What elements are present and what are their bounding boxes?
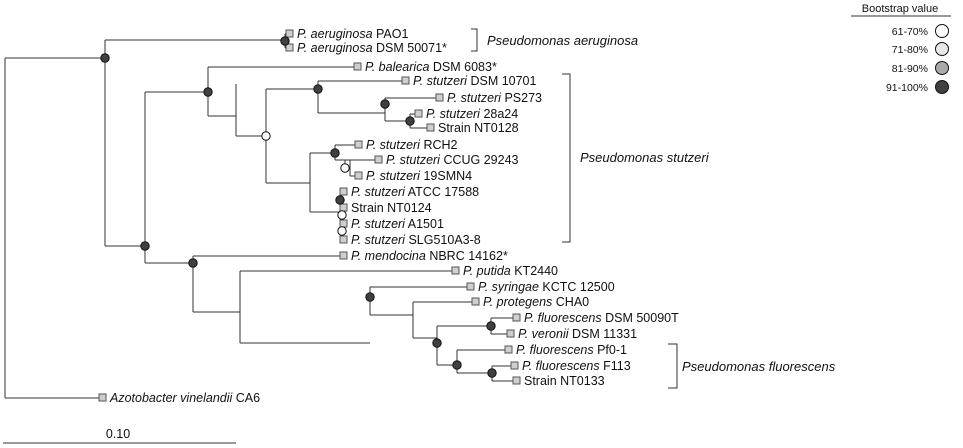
legend-title: Bootstrap value xyxy=(862,3,938,15)
tip-label: P. stutzeri ATCC 17588 xyxy=(351,185,479,199)
tip-label: Azotobacter vinelandii CA6 xyxy=(109,391,260,405)
tip-label: P. stutzeri PS273 xyxy=(447,91,542,105)
bootstrap-node xyxy=(405,116,415,126)
tip-label: Strain NT0128 xyxy=(438,121,519,135)
bootstrap-nodes xyxy=(100,36,497,378)
tip-label: Strain NT0124 xyxy=(351,201,432,215)
bootstrap-node xyxy=(486,321,496,331)
bootstrap-node xyxy=(330,148,340,158)
tip-label: P. stutzeri CCUG 29243 xyxy=(386,153,519,167)
scale-bar-label: 0.10 xyxy=(106,427,130,441)
tip-label: P. stutzeri SLG510A3-8 xyxy=(351,233,481,247)
tip-markers xyxy=(98,29,521,402)
bootstrap-node xyxy=(337,210,347,220)
clade-bracket-fluorescens xyxy=(668,343,678,389)
legend-item: 71-80% xyxy=(892,42,949,56)
tip-label: P. aeruginosa PAO1 xyxy=(297,27,408,41)
clade-label-stutzeri: Pseudomonas stutzeri xyxy=(580,150,710,165)
bootstrap-node xyxy=(313,84,323,94)
legend-swatch xyxy=(935,80,949,94)
bootstrap-node xyxy=(140,241,150,251)
bootstrap-node xyxy=(335,195,345,205)
legend-swatch xyxy=(935,42,949,56)
tip-label: P. aeruginosa DSM 50071* xyxy=(297,41,447,55)
tip-label: P. veronii DSM 11331 xyxy=(518,327,637,341)
tip-labels: P. aeruginosa PAO1 P. aeruginosa DSM 500… xyxy=(109,27,679,405)
tip-label: P. protegens CHA0 xyxy=(483,295,589,309)
svg-text:91-100%: 91-100% xyxy=(886,82,928,94)
tip-label: P. stutzeri DSM 10701 xyxy=(413,74,537,88)
legend-swatch xyxy=(935,61,949,75)
bootstrap-node xyxy=(380,99,390,109)
tip-label: P. fluorescens F113 xyxy=(522,359,631,373)
bootstrap-node xyxy=(340,163,350,173)
scale-bar: 0.10 xyxy=(3,427,236,444)
bootstrap-node xyxy=(487,368,497,378)
tip-label: P. fluorescens Pf0-1 xyxy=(516,343,627,357)
tip-label: P. syringae KCTC 12500 xyxy=(478,280,615,294)
bootstrap-node xyxy=(261,131,271,141)
bootstrap-node xyxy=(452,360,462,370)
legend-swatch xyxy=(935,24,949,38)
bootstrap-node xyxy=(100,53,110,63)
clade-bracket-aeruginosa xyxy=(471,28,478,52)
clade-brackets: Pseudomonas aeruginosa Pseudomonas stutz… xyxy=(471,28,836,389)
bootstrap-node xyxy=(280,36,290,46)
clade-label-aeruginosa: Pseudomonas aeruginosa xyxy=(487,33,638,48)
bootstrap-node xyxy=(337,226,347,236)
tip-label: P. stutzeri 19SMN4 xyxy=(366,169,472,183)
bootstrap-node xyxy=(365,292,375,302)
svg-text:61-70%: 61-70% xyxy=(892,26,928,38)
bootstrap-node xyxy=(432,338,442,348)
tip-label: P. stutzeri A1501 xyxy=(351,217,444,231)
legend-item: 61-70% xyxy=(892,24,949,38)
tip-label: Strain NT0133 xyxy=(524,374,605,388)
tip-label: P. stutzeri RCH2 xyxy=(366,138,458,152)
tip-label: P. stutzeri 28a24 xyxy=(426,107,518,121)
bootstrap-node xyxy=(188,258,198,268)
svg-text:71-80%: 71-80% xyxy=(892,44,928,56)
legend-item: 81-90% xyxy=(892,61,949,75)
clade-bracket-stutzeri xyxy=(562,73,571,243)
tip-label: P. mendocina NBRC 14162* xyxy=(351,249,508,263)
svg-text:81-90%: 81-90% xyxy=(892,63,928,75)
tip-label: P. balearica DSM 6083* xyxy=(365,60,497,74)
bootstrap-node xyxy=(203,87,213,97)
clade-label-fluorescens: Pseudomonas fluorescens xyxy=(682,359,836,374)
tip-label: P. fluorescens DSM 50090T xyxy=(524,311,679,325)
legend-item: 91-100% xyxy=(886,80,949,94)
tip-label: P. putida KT2440 xyxy=(463,264,558,278)
bootstrap-legend: Bootstrap value 61-70% 71-80% 81-90% 91-… xyxy=(851,3,951,94)
